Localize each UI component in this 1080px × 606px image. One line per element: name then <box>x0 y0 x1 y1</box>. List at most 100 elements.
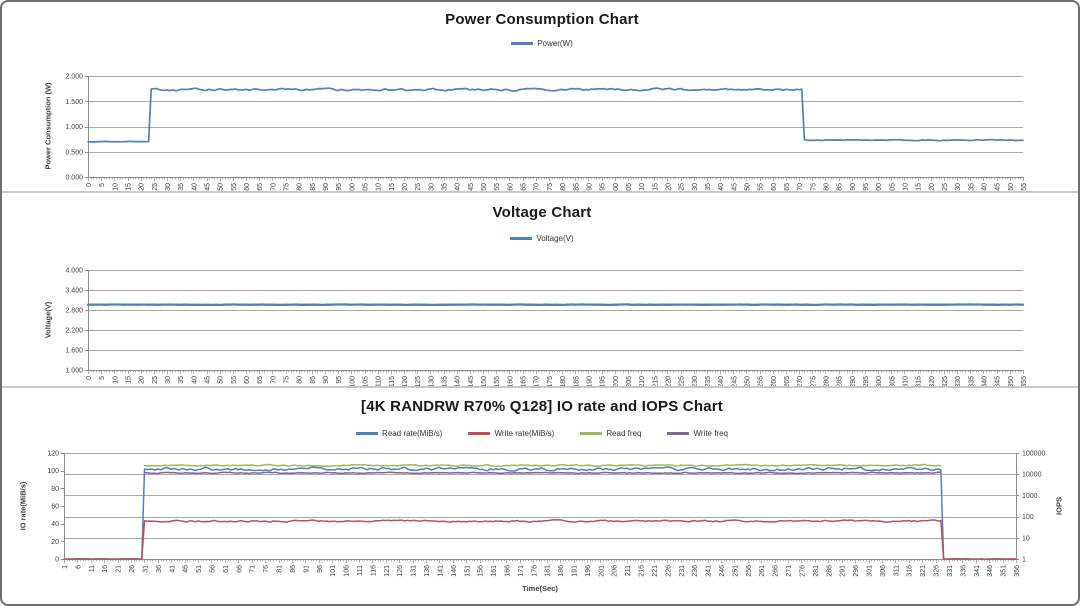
svg-text:166: 166 <box>504 565 511 577</box>
svg-text:66: 66 <box>236 565 243 573</box>
svg-text:10: 10 <box>112 376 119 384</box>
svg-text:60: 60 <box>244 183 251 191</box>
svg-text:125: 125 <box>415 376 422 387</box>
legend-label: Write freq <box>693 429 728 438</box>
svg-text:125: 125 <box>415 183 422 192</box>
svg-text:265: 265 <box>784 376 791 387</box>
svg-text:191: 191 <box>572 565 579 577</box>
svg-text:25: 25 <box>152 376 159 384</box>
svg-text:31: 31 <box>142 565 149 573</box>
svg-text:116: 116 <box>370 565 377 576</box>
voltage-chart-legend: Voltage(V) <box>2 234 1078 243</box>
svg-text:5: 5 <box>99 183 106 187</box>
svg-text:60: 60 <box>51 504 59 511</box>
svg-text:65: 65 <box>257 183 264 191</box>
svg-text:2.800: 2.800 <box>65 308 83 315</box>
svg-text:245: 245 <box>731 376 738 387</box>
legend-label: Read rate(MiB/s) <box>382 429 443 438</box>
svg-text:131: 131 <box>411 565 418 577</box>
svg-text:4.000: 4.000 <box>65 268 83 275</box>
svg-text:180: 180 <box>560 376 567 387</box>
svg-text:186: 186 <box>558 565 565 577</box>
svg-text:271: 271 <box>786 565 793 577</box>
io-iops-chart-title: [4K RANDRW R70% Q128] IO rate and IOPS C… <box>361 398 723 415</box>
svg-text:226: 226 <box>665 565 672 577</box>
svg-text:16: 16 <box>102 565 109 573</box>
svg-text:51: 51 <box>196 565 203 573</box>
series-lines <box>87 87 1024 143</box>
svg-text:300: 300 <box>876 376 883 387</box>
svg-text:20: 20 <box>139 183 146 191</box>
svg-text:2.000: 2.000 <box>65 74 83 81</box>
svg-text:75: 75 <box>284 376 291 384</box>
svg-text:335: 335 <box>968 183 975 192</box>
power-chart-legend: Power(W) <box>2 39 1078 48</box>
svg-text:221: 221 <box>652 565 659 577</box>
svg-text:50: 50 <box>218 183 225 191</box>
svg-text:195: 195 <box>600 183 607 192</box>
svg-text:335: 335 <box>968 376 975 387</box>
svg-text:170: 170 <box>534 183 541 192</box>
legend-label: Power(W) <box>537 39 573 48</box>
svg-text:235: 235 <box>705 183 712 192</box>
legend-item: Read rate(MiB/s) <box>356 429 442 438</box>
svg-text:46: 46 <box>183 565 190 573</box>
svg-text:81: 81 <box>277 565 284 573</box>
svg-text:5: 5 <box>99 376 106 380</box>
series-write-freq <box>143 471 942 475</box>
svg-text:0.000: 0.000 <box>65 175 83 182</box>
svg-text:120: 120 <box>47 451 59 458</box>
svg-text:296: 296 <box>853 565 860 577</box>
svg-text:200: 200 <box>613 376 620 387</box>
series-lines <box>63 463 1017 560</box>
series-read-freq <box>143 463 942 468</box>
legend-label: Read freq <box>606 429 642 438</box>
svg-text:180: 180 <box>560 183 567 192</box>
legend-item: Write freq <box>667 429 728 438</box>
legend-line-swatch-red <box>468 432 491 435</box>
svg-text:130: 130 <box>428 183 435 192</box>
svg-text:236: 236 <box>692 565 699 577</box>
svg-text:105: 105 <box>363 183 370 192</box>
svg-text:40: 40 <box>51 521 59 528</box>
svg-text:280: 280 <box>823 376 830 387</box>
svg-text:165: 165 <box>521 376 528 387</box>
svg-text:281: 281 <box>813 565 820 577</box>
svg-text:35: 35 <box>178 376 185 384</box>
svg-text:15: 15 <box>126 183 133 191</box>
svg-text:155: 155 <box>494 376 501 387</box>
svg-text:185: 185 <box>573 183 580 192</box>
svg-text:331: 331 <box>947 565 954 577</box>
svg-text:165: 165 <box>521 183 528 192</box>
axis-lines <box>88 270 1023 371</box>
svg-text:250: 250 <box>744 183 751 192</box>
svg-text:325: 325 <box>942 376 949 387</box>
legend-label: Write rate(MiB/s) <box>494 429 555 438</box>
svg-text:70: 70 <box>270 376 277 384</box>
svg-text:176: 176 <box>531 565 538 577</box>
svg-text:201: 201 <box>598 565 605 577</box>
svg-text:90: 90 <box>323 376 330 384</box>
svg-text:110: 110 <box>376 183 383 192</box>
svg-text:41: 41 <box>169 565 176 573</box>
svg-text:185: 185 <box>573 376 580 387</box>
voltage-chart-panel: Voltage Chart Voltage(V) Voltage(V) 1.00… <box>2 192 1078 387</box>
svg-text:190: 190 <box>586 376 593 387</box>
svg-text:311: 311 <box>893 565 900 576</box>
svg-text:35: 35 <box>178 183 185 191</box>
svg-text:10: 10 <box>1022 535 1030 542</box>
gridlines <box>88 76 1023 178</box>
svg-text:196: 196 <box>585 565 592 577</box>
svg-text:320: 320 <box>929 376 936 387</box>
svg-text:1: 1 <box>1022 557 1026 564</box>
svg-text:20: 20 <box>51 539 59 546</box>
svg-text:211: 211 <box>625 565 632 576</box>
svg-text:240: 240 <box>718 183 725 192</box>
svg-text:290: 290 <box>850 376 857 387</box>
legend-line-swatch-green <box>580 432 603 435</box>
